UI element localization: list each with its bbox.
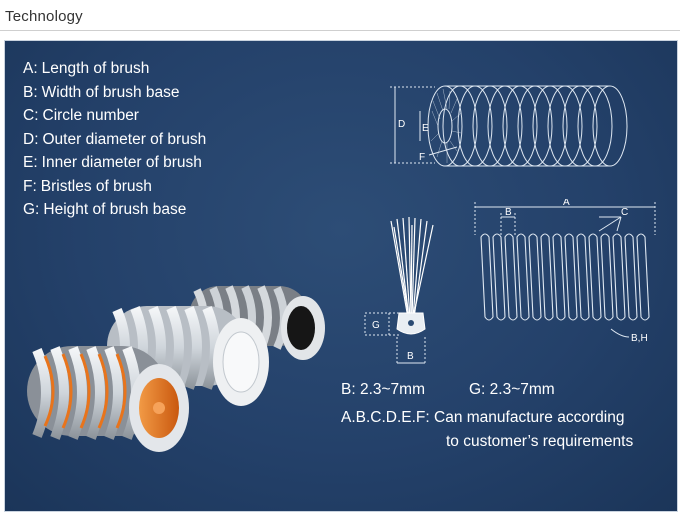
- side-coil-rings: [480, 233, 650, 321]
- spec-manufacture-prefix: A.B.C.D.E.F:: [341, 409, 430, 426]
- legend-key: B:: [23, 83, 38, 101]
- page-header: Technology: [0, 0, 680, 32]
- legend-text: Bristles of brush: [40, 177, 152, 195]
- spec-g-range: G: 2.3~7mm: [469, 381, 555, 398]
- legend-key: D:: [23, 130, 39, 148]
- legend-key: F:: [23, 177, 37, 195]
- leader-c: [598, 216, 622, 232]
- coil-perspective-diagram: D E F: [390, 85, 628, 167]
- legend-key: E:: [23, 154, 38, 171]
- label-d: D: [398, 119, 405, 130]
- spec-manufacture-line1: A.B.C.D.E.F: Can manufacture according: [341, 409, 624, 427]
- dimension-box-g: [364, 312, 390, 336]
- legend-text: Length of brush: [41, 60, 150, 77]
- black-coil-brush: [189, 285, 325, 360]
- label-c: C: [621, 207, 628, 218]
- label-b: B: [505, 207, 512, 218]
- label-bh: B,H: [631, 333, 648, 344]
- legend-text: Outer diameter of brush: [42, 130, 207, 148]
- technology-panel: A:Length of brush B:Width of brush base …: [4, 40, 678, 512]
- coil-brush-products: [27, 285, 325, 452]
- legend-text: Width of brush base: [41, 83, 180, 101]
- legend-item-g: G:Height of brush base: [23, 198, 206, 222]
- legend-item-b: B:Width of brush base: [23, 81, 206, 105]
- legend-list: A:Length of brush B:Width of brush base …: [23, 57, 206, 222]
- legend-item-c: C:Circle number: [23, 104, 206, 128]
- legend-key: C:: [23, 107, 39, 124]
- label-g: G: [372, 320, 380, 331]
- brush-base-diagram: G B: [364, 216, 434, 364]
- bristle-fan: [390, 216, 434, 319]
- label-a: A: [563, 199, 570, 208]
- spec-manufacture-text1: Can manufacture according: [434, 409, 625, 426]
- label-f: F: [419, 152, 425, 163]
- orange-coil-brush: [27, 346, 189, 452]
- legend-text: Circle number: [42, 107, 139, 124]
- header-divider: [0, 30, 680, 31]
- legend-item-a: A:Length of brush: [23, 57, 206, 81]
- label-e: E: [422, 123, 429, 134]
- legend-text: Inner diameter of brush: [41, 154, 202, 171]
- legend-item-d: D:Outer diameter of brush: [23, 128, 206, 152]
- coil-side-diagram: A B C B,H: [474, 199, 656, 344]
- legend-text: Height of brush base: [43, 201, 187, 218]
- page-title: Technology: [5, 8, 83, 25]
- spec-manufacture-line2: to customer’s requirements: [446, 433, 634, 450]
- label-base-b: B: [407, 351, 414, 362]
- spec-b-range: B: 2.3~7mm: [341, 381, 425, 398]
- coil-rings: [427, 85, 628, 167]
- legend-item-f: F:Bristles of brush: [23, 175, 206, 199]
- leader-bh: [610, 328, 630, 338]
- legend-key: A:: [23, 60, 38, 77]
- legend-key: G:: [23, 201, 40, 218]
- leader-f: [428, 146, 458, 156]
- legend-item-e: E:Inner diameter of brush: [23, 151, 206, 175]
